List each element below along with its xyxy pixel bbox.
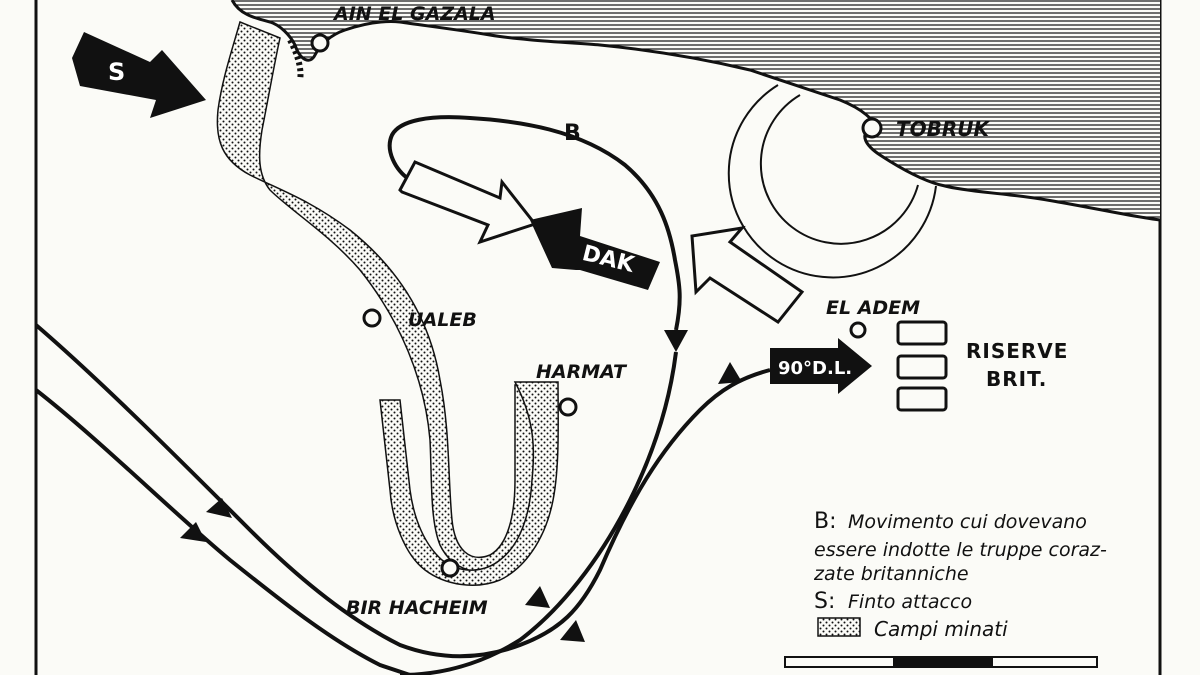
legend-s-text: Finto attacco	[848, 591, 972, 613]
tobruk-label: TOBRUK	[896, 117, 991, 141]
legend-b-text-1: Movimento cui dovevano	[848, 511, 1087, 533]
div90-route-arrow-1	[206, 498, 232, 518]
div90-route-line	[34, 323, 771, 659]
s-arrow-label: S	[108, 58, 125, 86]
legend-mine-text: Campi minati	[874, 617, 1008, 641]
reserve-box-3	[896, 386, 948, 412]
ain-el-gazala-label: AIN EL GAZALA	[332, 3, 496, 25]
legend-s-key: S:	[814, 589, 835, 614]
ualeb-label: UALEB	[408, 309, 477, 331]
legend-b-text-3: zate britanniche	[813, 563, 969, 585]
movement-b-label: B	[564, 121, 582, 146]
div90-route-line-2	[34, 388, 411, 675]
tobruk-perimeter-inner	[759, 94, 919, 245]
coastline	[230, 0, 1161, 222]
reserve-box-1	[896, 320, 948, 346]
bir-hacheim-marker	[440, 558, 460, 578]
div90-route-arrow-3	[560, 620, 585, 642]
ualeb-marker	[362, 308, 382, 328]
sea	[232, 0, 1160, 220]
dak-arrow	[530, 208, 660, 290]
legend: B: Movimento cui dovevano essere indotte…	[813, 509, 1107, 641]
div90-arrow	[770, 338, 872, 394]
scale-bar	[784, 656, 1098, 668]
movement-b-arrowhead	[664, 330, 688, 352]
minefield-harmat	[379, 381, 559, 586]
dak-route-arrow-1	[525, 586, 550, 608]
tobruk-marker	[861, 117, 883, 139]
british-arrow-right	[690, 225, 805, 324]
legend-mine-swatch	[817, 617, 861, 637]
reserve-box-2	[896, 354, 948, 380]
dak-route-line	[399, 351, 678, 675]
movement-b-line	[387, 115, 682, 331]
legend-b-text-2: essere indotte le truppe coraz-	[814, 539, 1107, 561]
el-adem-label: EL ADEM	[826, 297, 920, 319]
ain-el-gazala-marker	[310, 33, 330, 53]
legend-b-key: B:	[814, 509, 837, 534]
el-adem-marker	[849, 321, 867, 339]
div90-route-arrow-2	[180, 522, 206, 542]
div90-route-arrow-4	[718, 362, 742, 384]
s-arrow	[72, 32, 206, 118]
tobruk-perimeter-outer	[727, 84, 937, 279]
reserves-label-2: BRIT.	[986, 367, 1047, 391]
bir-hacheim-label: BIR HACHEIM	[346, 597, 488, 619]
harmat-label: HARMAT	[536, 361, 628, 383]
minefield-main	[216, 20, 536, 573]
div90-arrow-label: 90°D.L.	[778, 358, 852, 379]
harmat-marker	[558, 397, 578, 417]
reserves-label-1: RISERVE	[966, 339, 1068, 363]
british-arrow-left	[398, 160, 538, 245]
